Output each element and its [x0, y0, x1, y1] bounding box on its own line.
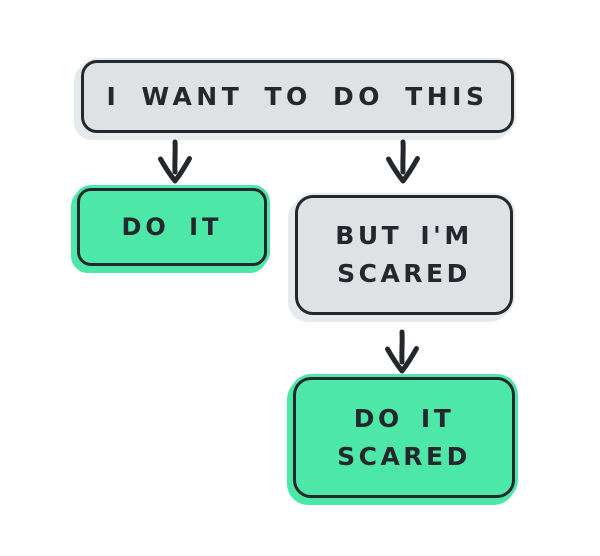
node-label: I WANT TO DO THIS	[106, 82, 489, 111]
node-but-im-scared: BUT I'M SCARED	[295, 195, 513, 315]
node-label-line-1: DO IT	[353, 403, 455, 433]
node-label-line-2: SCARED	[337, 441, 471, 471]
node-i-want-to-do-this: I WANT TO DO THIS	[81, 60, 514, 133]
node-do-it: DO IT	[77, 188, 267, 266]
arrow-down-icon	[383, 329, 421, 377]
node-label: DO IT	[121, 213, 223, 241]
node-do-it-scared: DO IT SCARED	[293, 377, 515, 498]
node-label-line-1: BUT I'M	[335, 221, 473, 250]
arrow-down-icon	[156, 139, 194, 187]
node-label-line-2: SCARED	[337, 259, 471, 288]
arrow-down-icon	[384, 139, 422, 187]
